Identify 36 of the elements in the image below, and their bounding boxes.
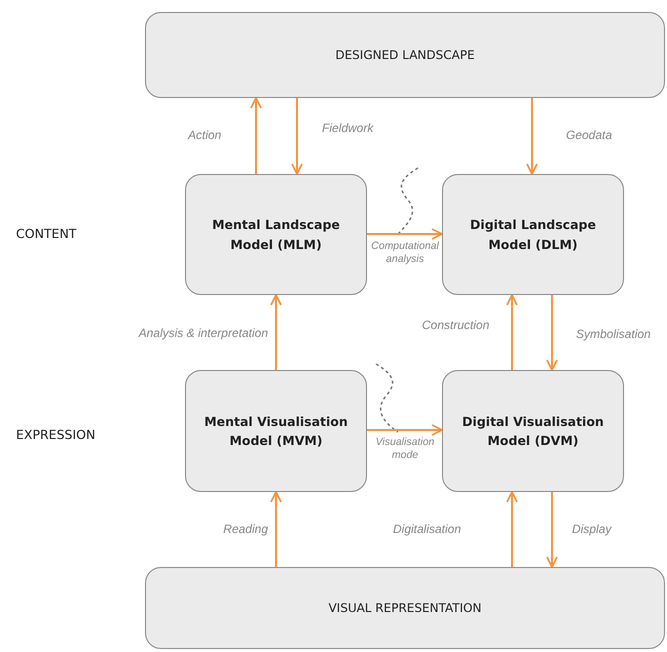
row-label: CONTENT: [16, 226, 76, 241]
edge-label: Symbolisation: [576, 327, 651, 342]
arrow: [270, 294, 282, 370]
edge-label: Display: [572, 522, 612, 536]
edge-label: Computational analysis: [370, 240, 440, 266]
arrow: [270, 491, 282, 567]
process-box: [145, 12, 665, 98]
edge-label: Analysis & interpretation: [138, 326, 268, 340]
process-box: [442, 370, 624, 492]
edge-label: Digitalisation: [393, 522, 462, 536]
process-box: [145, 567, 665, 649]
arrow: [506, 491, 518, 567]
arrow: [250, 97, 262, 174]
row-label: EXPRESSION: [16, 427, 96, 442]
edge-label: Construction: [422, 318, 490, 332]
process-box: [185, 174, 367, 295]
edge-label: Action: [188, 128, 222, 142]
edge-label: Reading: [223, 522, 268, 536]
arrow: [291, 98, 303, 175]
arrow: [367, 228, 443, 240]
process-box: [442, 174, 624, 295]
box-label: VISUAL REPRESENTATION: [327, 600, 483, 617]
arrow: [526, 98, 538, 175]
box-label: Digital Landscape Model (DLM): [469, 216, 597, 254]
edge-label: Visualisation mode: [374, 436, 436, 462]
arrow: [367, 424, 443, 436]
process-box: [185, 370, 367, 492]
arrow: [546, 492, 558, 568]
box-label: Mental Landscape Model (MLM): [211, 216, 341, 254]
box-label: DESIGNED LANDSCAPE: [334, 46, 476, 64]
edge-label: Geodata: [566, 128, 612, 142]
edge-label: Fieldwork: [322, 121, 374, 136]
box-label: Digital Visualisation Model (DVM): [461, 412, 605, 450]
box-label: Mental Visualisation Model (MVM): [203, 412, 349, 450]
arrow: [506, 294, 518, 370]
arrow: [546, 295, 558, 371]
